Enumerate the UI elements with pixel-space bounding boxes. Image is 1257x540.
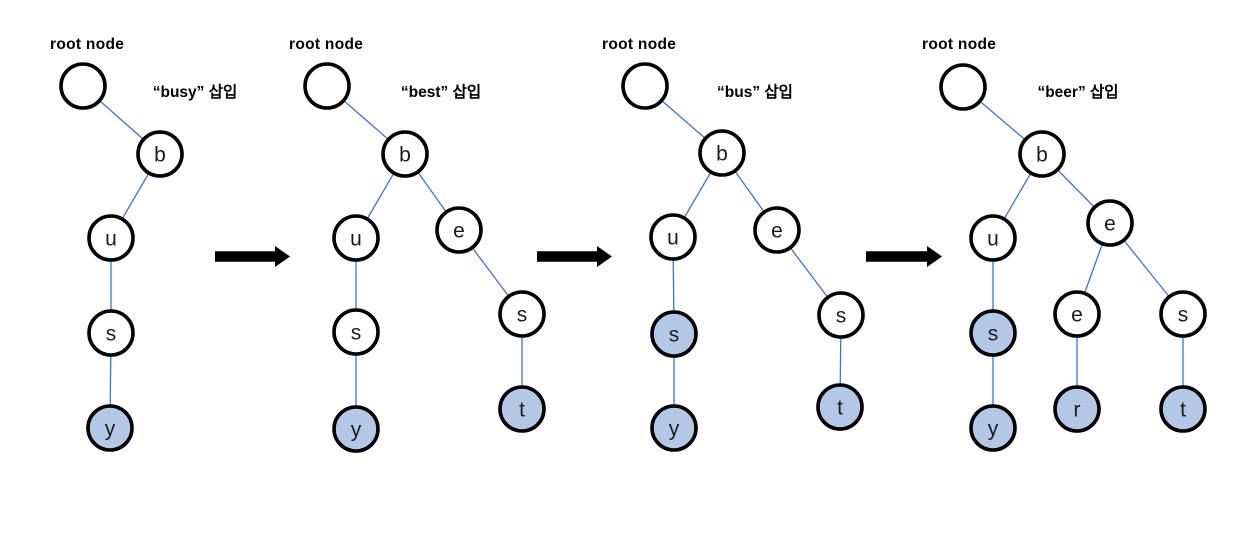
node-step-3-u <box>649 213 697 261</box>
node-step-3-s <box>650 310 698 358</box>
node-step-4-s <box>969 309 1017 357</box>
node-step-2-y <box>332 405 380 453</box>
node-step-1-root <box>59 62 107 110</box>
node-step-3-t <box>816 383 864 431</box>
node-letter-step-4-t: t <box>1180 399 1186 422</box>
node-step-4-r <box>1053 385 1101 433</box>
node-letter-step-3-u: u <box>667 227 679 250</box>
node-letter-step-3-e: e <box>771 220 783 243</box>
node-step-3-e <box>753 206 801 254</box>
node-step-2-s <box>332 308 380 356</box>
tree-step-1: b u s y root node “busy” 삽입 <box>50 36 238 452</box>
node-letter-step-2-s2: s <box>517 304 528 327</box>
node-step-3-b <box>698 129 746 177</box>
insert-caption-step-3: “bus” 삽입 <box>717 83 793 101</box>
node-letter-step-4-u: u <box>987 228 999 251</box>
node-letter-step-1-u: u <box>105 228 117 251</box>
node-step-2-u <box>332 214 380 262</box>
node-letter-step-3-b: b <box>716 143 728 166</box>
node-step-4-s2 <box>1159 290 1207 338</box>
node-step-3-s2 <box>817 291 865 339</box>
node-letter-step-4-s: s <box>988 323 999 346</box>
tree-step-4: b u s y e e r s t root node “beer” 삽입 <box>922 36 1207 452</box>
node-step-2-b <box>381 130 429 178</box>
tree-step-3: b u s y e s t root node “bus” 삽입 <box>602 36 865 452</box>
root-node-label-step-2: root node <box>289 36 363 53</box>
node-step-4-u <box>969 214 1017 262</box>
node-step-4-root <box>939 63 987 111</box>
node-step-1-s <box>87 309 135 357</box>
insert-caption-step-1: “busy” 삽입 <box>153 83 238 101</box>
node-letter-step-2-y: y <box>351 419 362 442</box>
node-step-1-u <box>87 214 135 262</box>
node-letter-step-2-u: u <box>350 228 362 251</box>
node-step-4-e <box>1086 199 1134 247</box>
node-letter-step-4-e2: e <box>1071 304 1083 327</box>
root-node-label-step-3: root node <box>602 36 676 53</box>
node-letter-step-4-b: b <box>1036 144 1048 167</box>
node-letter-step-3-y: y <box>669 418 680 441</box>
node-letter-step-4-e: e <box>1104 213 1116 236</box>
node-letter-step-1-b: b <box>154 144 166 167</box>
node-step-2-root <box>303 62 351 110</box>
arrow-2-icon <box>537 246 612 267</box>
node-letter-step-3-s: s <box>669 324 680 347</box>
arrow-3-icon <box>866 246 942 267</box>
node-letter-step-2-b: b <box>399 144 411 167</box>
node-letter-step-2-t: t <box>519 399 525 422</box>
node-step-4-e2 <box>1053 290 1101 338</box>
node-step-2-e <box>435 206 483 254</box>
node-letter-step-4-s2: s <box>1178 304 1189 327</box>
node-step-1-b <box>136 130 184 178</box>
node-step-3-y <box>650 404 698 452</box>
root-node-label-step-4: root node <box>922 36 996 53</box>
node-step-3-root <box>621 62 669 110</box>
node-step-2-t <box>498 385 546 433</box>
node-step-4-y <box>969 404 1017 452</box>
node-letter-step-1-y: y <box>105 418 116 441</box>
node-letter-step-3-t: t <box>837 397 843 420</box>
arrow-1-icon <box>215 246 290 267</box>
node-letter-step-2-s: s <box>351 322 362 345</box>
insert-caption-step-2: “best” 삽입 <box>401 83 481 101</box>
node-letter-step-2-e: e <box>453 220 465 243</box>
tree-step-2: b u s y e s t root node “best” 삽입 <box>289 36 546 453</box>
node-letter-step-4-r: r <box>1074 399 1081 422</box>
node-letter-step-4-y: y <box>988 418 999 441</box>
root-node-label-step-1: root node <box>50 36 124 53</box>
node-letter-step-1-s: s <box>106 323 117 346</box>
node-step-1-y <box>86 404 134 452</box>
node-step-2-s2 <box>498 290 546 338</box>
insert-caption-step-4: “beer” 삽입 <box>1037 83 1118 101</box>
node-letter-step-3-s2: s <box>836 305 847 328</box>
node-step-4-b <box>1018 130 1066 178</box>
node-step-4-t <box>1159 385 1207 433</box>
